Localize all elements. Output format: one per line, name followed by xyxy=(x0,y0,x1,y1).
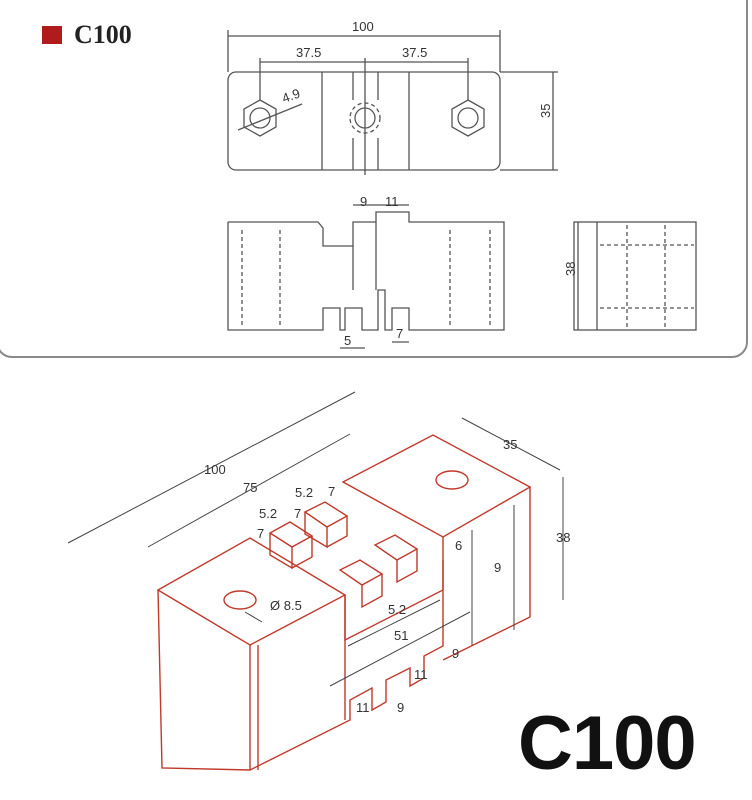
dim-depth: 35 xyxy=(538,104,553,118)
title-text: C100 xyxy=(74,20,132,49)
iso-channel: 51 xyxy=(394,628,408,643)
dim-hole: 4.9 xyxy=(280,86,302,106)
dim-left-spacing: 37.5 xyxy=(296,45,321,60)
orthographic-panel xyxy=(0,0,748,358)
dim-overall: 100 xyxy=(352,19,374,34)
iso-tooth-b-w: 5.2 xyxy=(259,506,277,521)
dim-right-spacing: 37.5 xyxy=(402,45,427,60)
iso-notch-gap: 9 xyxy=(397,700,404,715)
front-view xyxy=(227,204,505,349)
dim-slot-bottom-left: 5 xyxy=(344,333,351,348)
iso-height: 38 xyxy=(556,530,570,545)
iso-depth: 35 xyxy=(503,437,517,452)
iso-tooth-b-d: 7 xyxy=(294,506,301,521)
iso-inner-h: 9 xyxy=(494,560,501,575)
hex-nut-left xyxy=(243,99,277,137)
dim-slot-top-right: 11 xyxy=(385,194,399,209)
color-swatch xyxy=(42,26,62,44)
iso-length: 100 xyxy=(204,462,226,477)
top-view xyxy=(227,30,558,175)
iso-inner-w: 5.2 xyxy=(388,602,406,617)
iso-labels: 100 75 35 38 5.2 7 5.2 7 7 Ø 8.5 9 6 5.2… xyxy=(204,437,570,715)
iso-hole-dia: Ø 8.5 xyxy=(270,598,302,613)
iso-tooth-a-d: 7 xyxy=(328,484,335,499)
iso-tooth-a-w: 5.2 xyxy=(295,485,313,500)
dim-slot-top-left: 9 xyxy=(360,194,367,209)
iso-notch-right: 11 xyxy=(414,667,428,682)
iso-hole-spacing: 75 xyxy=(243,480,257,495)
iso-top-step: 6 xyxy=(455,538,462,553)
iso-bottom-step: 9 xyxy=(452,646,459,661)
hex-nut-right xyxy=(451,99,485,137)
dim-slot-bottom-right: 7 xyxy=(396,326,403,341)
iso-tooth-h: 7 xyxy=(257,526,264,541)
isometric-view xyxy=(156,434,532,771)
iso-dimensions xyxy=(67,391,564,687)
side-view xyxy=(573,221,697,331)
iso-notch-left: 11 xyxy=(356,700,370,715)
dim-side-height: 38 xyxy=(563,262,578,276)
product-title: C100 xyxy=(42,20,132,50)
model-label: C100 xyxy=(518,701,697,786)
